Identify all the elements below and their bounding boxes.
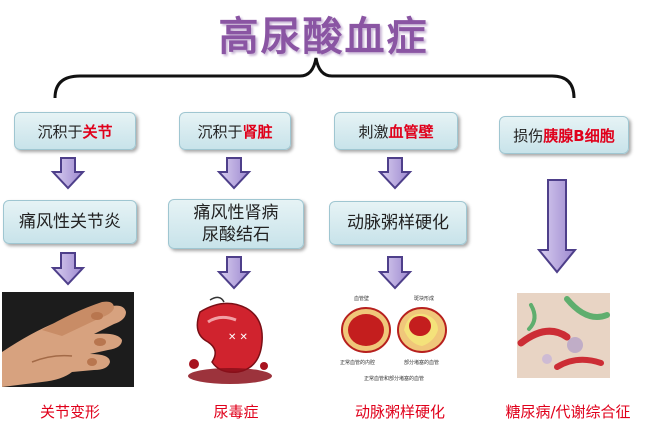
down-arrow-3b <box>377 256 413 290</box>
svg-text:✕ ✕: ✕ ✕ <box>228 332 248 343</box>
pancreas-cells-illustration <box>517 293 610 378</box>
level1-prefix: 损伤 <box>513 126 544 145</box>
down-arrow-2b <box>216 256 252 290</box>
level1-box-joint: 沉积于关节 <box>14 112 136 150</box>
outcome-joint-deformity: 关节变形 <box>39 403 100 421</box>
level1-prefix: 刺激 <box>358 122 389 141</box>
down-arrow-4-long <box>536 179 578 274</box>
level2-label-line1: 痛风性肾病 <box>193 203 279 223</box>
level1-box-vessel: 刺激血管壁 <box>334 112 458 150</box>
deformed-hand-illustration <box>2 292 134 387</box>
artery-label-normal: 正常血管的内腔 <box>340 359 375 366</box>
level2-label: 动脉粥样硬化 <box>347 213 449 233</box>
level1-box-pancreas: 损伤胰腺B细胞 <box>499 116 629 154</box>
level2-label-line2: 尿酸结石 <box>202 225 270 245</box>
level2-box-gout-arthritis: 痛风性关节炎 <box>3 200 137 244</box>
level1-highlight: 血管壁 <box>388 122 434 141</box>
curly-brace <box>53 57 576 99</box>
artery-illustration: 血管壁 斑块形成 正常血管的内腔 部分堵塞的血管 正常血管和部分堵塞的血管 <box>338 290 450 388</box>
artery-caption: 正常血管和部分堵塞的血管 <box>364 375 424 382</box>
level1-prefix: 沉积于 <box>37 122 83 141</box>
level1-highlight: 胰腺B细胞 <box>543 126 615 145</box>
artery-label-wall: 血管壁 <box>354 295 369 302</box>
down-arrow-3a <box>377 157 413 190</box>
level1-highlight: 关节 <box>82 122 113 141</box>
outcome-uremia: 尿毒症 <box>213 403 259 421</box>
level1-box-kidney: 沉积于肾脏 <box>179 112 291 150</box>
outcome-diabetes: 糖尿病/代谢综合征 <box>505 403 631 421</box>
level1-prefix: 沉积于 <box>197 122 243 141</box>
level2-box-gout-nephropathy: 痛风性肾病 尿酸结石 <box>168 199 304 249</box>
diagram-title: 高尿酸血症 <box>218 13 429 60</box>
down-arrow-1b <box>50 252 86 286</box>
outcome-atherosclerosis: 动脉粥样硬化 <box>354 403 445 421</box>
level2-box-atherosclerosis: 动脉粥样硬化 <box>329 201 467 245</box>
down-arrow-1a <box>50 157 86 190</box>
level2-label: 痛风性关节炎 <box>19 212 121 232</box>
artery-label-plaque: 斑块形成 <box>414 295 434 302</box>
down-arrow-2a <box>216 157 252 190</box>
damaged-kidney-illustration: ✕ ✕ <box>188 296 272 384</box>
level1-highlight: 肾脏 <box>242 122 273 141</box>
artery-label-blocked: 部分堵塞的血管 <box>404 359 439 366</box>
